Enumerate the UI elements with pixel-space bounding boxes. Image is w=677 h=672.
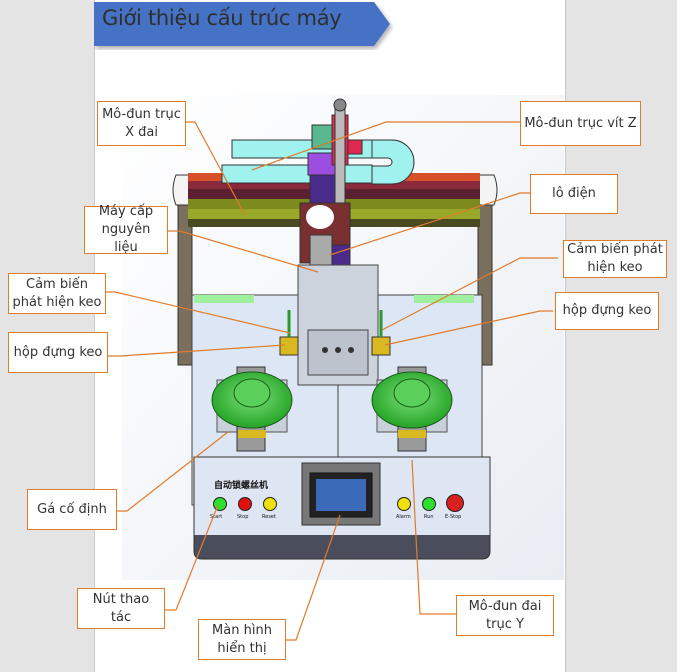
- button-reset-label: Reset: [262, 514, 276, 520]
- callout-glue-sensor-left: Cảm biến phát hiện keo: [8, 273, 106, 314]
- callout-y-axis-belt: Mô-đun đai trục Y: [456, 595, 554, 636]
- callout-glue-box-left: hộp đựng keo: [8, 332, 108, 373]
- callout-x-axis-belt: Mô-đun trục X đai: [97, 101, 186, 146]
- title-banner: Giới thiệu cấu trúc máy: [94, 2, 390, 46]
- callout-z-axis-screw: Mô-đun trục vít Z: [520, 101, 641, 146]
- machine-illustration: [122, 95, 564, 580]
- button-run-label: Run: [424, 514, 434, 520]
- hmi-screen: [316, 479, 366, 511]
- button-run[interactable]: [422, 497, 436, 511]
- callout-buttons: Nút thao tác: [77, 588, 165, 629]
- panel-label: 自动锁螺丝机: [214, 481, 269, 491]
- banner-arrow-shape: [94, 2, 390, 46]
- callout-fixture: Gá cố định: [27, 489, 117, 530]
- button-reset[interactable]: [263, 497, 277, 511]
- fixture-left: [211, 366, 293, 452]
- callout-electric-batch: lô điện: [530, 174, 618, 214]
- callout-display: Màn hình hiển thị: [198, 619, 286, 660]
- fixture-right: [371, 366, 453, 452]
- button-stop-label: Stop: [237, 514, 249, 520]
- button-emergency-stop-label: E-Stop: [445, 514, 462, 520]
- button-alarm[interactable]: [397, 497, 411, 511]
- button-emergency-stop[interactable]: [446, 494, 464, 512]
- button-stop[interactable]: [238, 497, 252, 511]
- callout-glue-box-right: hộp đựng keo: [555, 292, 659, 330]
- control-panel: [193, 456, 491, 560]
- button-start[interactable]: [213, 497, 227, 511]
- button-alarm-label: Alarm: [396, 514, 411, 520]
- slide-title: Giới thiệu cấu trúc máy: [102, 6, 342, 30]
- callout-glue-sensor-right: Cảm biến phát hiện keo: [563, 240, 667, 278]
- callout-feeder: Máy cấp nguyên liệu: [84, 204, 168, 255]
- button-start-label: Start: [210, 514, 223, 520]
